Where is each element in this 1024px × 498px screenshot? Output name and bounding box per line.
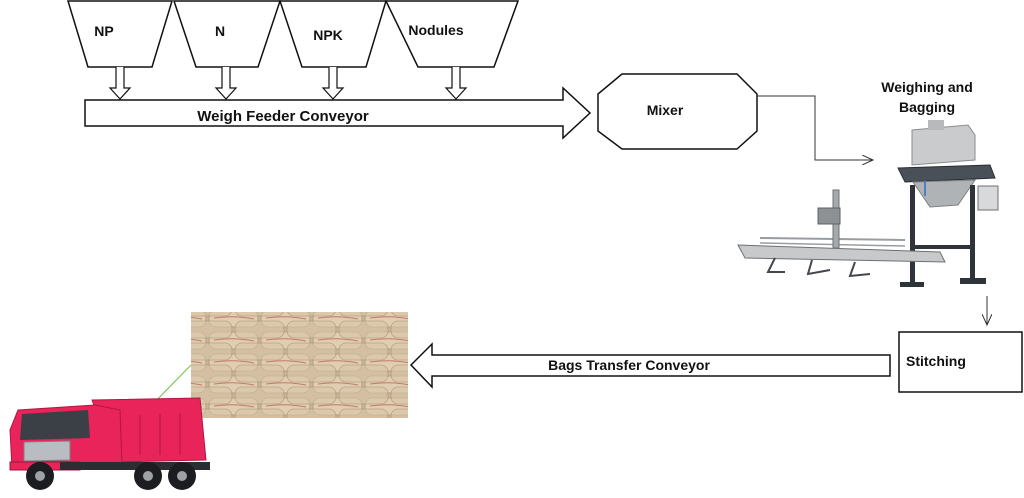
hopper-arrows: [108, 67, 468, 100]
down-arrow-icon: [108, 67, 132, 100]
dump-truck-image: [9, 397, 210, 490]
down-arrow-icon: [321, 67, 345, 100]
bags-transfer-label: Bags Transfer Conveyor: [548, 357, 710, 373]
weighing-bagging-label-line1: Weighing and: [881, 79, 973, 95]
hopper-label: NPK: [313, 27, 343, 43]
mixer-label: Mixer: [647, 102, 684, 118]
cement-bags-image: [191, 312, 408, 418]
hopper-n: N: [172, 0, 282, 68]
hopper-np: NP: [66, 0, 174, 68]
bagging-machine-image: [737, 120, 999, 287]
bags-transfer-conveyor: Bags Transfer Conveyor: [409, 342, 891, 389]
hopper-label: NP: [94, 23, 113, 39]
stitching-label: Stitching: [906, 353, 966, 369]
down-arrow-icon: [214, 67, 238, 100]
hopper-label: N: [215, 23, 225, 39]
weighing-bagging-label-line2: Bagging: [899, 99, 955, 115]
weigh-feeder-conveyor: Weigh Feeder Conveyor: [84, 86, 592, 140]
hopper-label: Nodules: [408, 22, 463, 38]
hopper-nodules: Nodules: [384, 0, 520, 68]
mixer-node: Mixer: [597, 73, 758, 150]
stitching-node: Stitching: [898, 331, 1023, 393]
hopper-npk: NPK: [278, 0, 388, 68]
weigh-feeder-label: Weigh Feeder Conveyor: [197, 108, 369, 125]
down-arrow-icon: [444, 67, 468, 100]
mixer-to-bagging-connector: [757, 95, 873, 160]
